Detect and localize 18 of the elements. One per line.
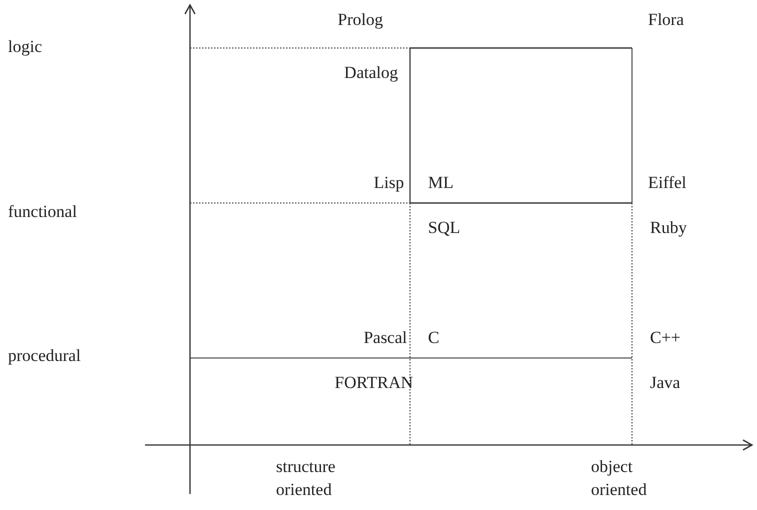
language-label: C — [428, 328, 440, 348]
language-label: Ruby — [650, 218, 687, 238]
language-label: Lisp — [374, 173, 404, 193]
axis-category-label: object oriented — [591, 456, 648, 501]
axis-category-label: procedural — [8, 346, 81, 366]
language-label: C++ — [650, 328, 681, 348]
language-label: FORTRAN — [334, 373, 413, 393]
language-label: Eiffel — [648, 173, 686, 193]
axis-category-label: functional — [8, 202, 77, 222]
language-label: ML — [428, 173, 454, 193]
language-label: Java — [650, 373, 680, 393]
language-label: Datalog — [344, 63, 398, 83]
language-label: Prolog — [338, 10, 383, 30]
language-label: SQL — [428, 218, 460, 238]
language-label: Pascal — [364, 328, 407, 348]
axis-category-label: logic — [8, 37, 42, 57]
axis-category-label: structure oriented — [276, 456, 336, 501]
language-label: Flora — [648, 10, 684, 30]
